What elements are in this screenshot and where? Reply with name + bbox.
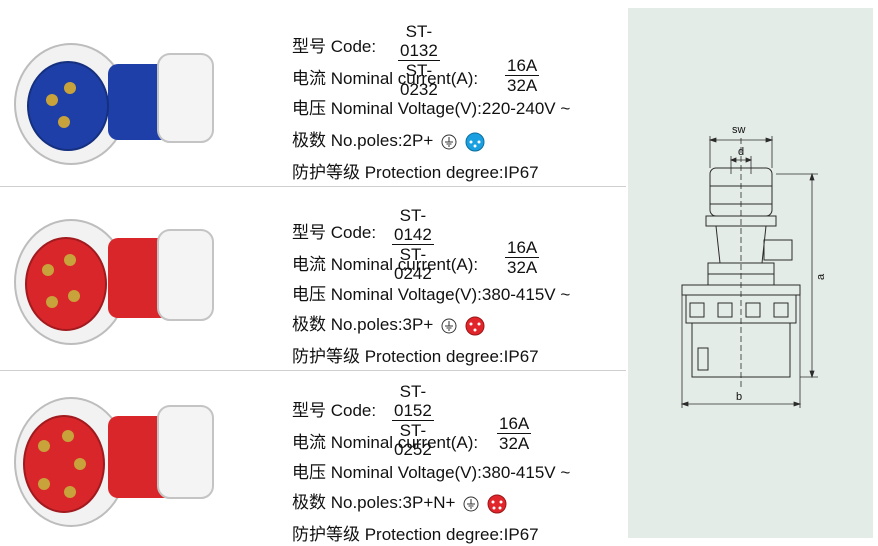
earth-symbol-icon: [441, 134, 457, 150]
voltage-label: 电压 Nominal Voltage(V):: [292, 285, 482, 304]
current-numerator: 16A: [505, 56, 540, 76]
poles-label: 极数 No.poles:: [292, 131, 403, 150]
code-numerator: ST-0132: [398, 22, 440, 61]
dimension-label-sw: sw: [732, 124, 746, 136]
voltage-value: 220-240V ~: [481, 99, 571, 118]
red-plug-5pin-image: [14, 397, 214, 527]
code-fraction: ST-0152 ST-0252: [392, 382, 434, 459]
dimension-label-b: b: [736, 391, 742, 403]
pin-layout-icon: [487, 494, 507, 514]
poles-label: 极数 No.poles:: [292, 493, 403, 512]
code-label: 型号 Code:: [292, 401, 377, 420]
blue-plug-image: [14, 43, 214, 165]
code-numerator: ST-0152: [392, 382, 434, 421]
voltage-value: 380-415V ~: [481, 285, 571, 304]
current-numerator: 16A: [505, 238, 540, 258]
current-label: 电流 Nominal current(A):: [292, 433, 479, 452]
voltage-label: 电压 Nominal Voltage(V):: [292, 99, 482, 118]
current-label: 电流 Nominal current(A):: [292, 255, 479, 274]
voltage-value: 380-415V ~: [481, 463, 571, 482]
code-label: 型号 Code:: [292, 37, 377, 56]
plug-dimension-drawing: sw d a b: [680, 124, 827, 408]
voltage-line: 电压 Nominal Voltage(V):380-415V ~: [292, 458, 570, 483]
poles-line: 极数 No.poles:3P+: [292, 310, 485, 336]
voltage-line: 电压 Nominal Voltage(V):380-415V ~: [292, 280, 570, 305]
protection-label: 防护等级 Protection degree:IP67: [292, 347, 539, 366]
dimension-drawing-panel: sw d a b: [628, 8, 873, 538]
protection-label: 防护等级 Protection degree:IP67: [292, 525, 539, 544]
code-denominator: ST-0252: [394, 421, 432, 459]
protection-label: 防护等级 Protection degree:IP67: [292, 163, 539, 182]
current-fraction: 16A 32A: [505, 56, 540, 95]
current-denominator: 32A: [499, 434, 530, 453]
code-denominator: ST-0242: [394, 245, 432, 283]
red-plug-4pin-image: [14, 219, 214, 345]
pin-layout-icon: [465, 132, 485, 152]
current-fraction: 16A 32A: [497, 414, 532, 453]
current-numerator: 16A: [497, 414, 532, 434]
poles-label: 极数 No.poles:: [292, 315, 403, 334]
code-label: 型号 Code:: [292, 223, 377, 242]
code-numerator: ST-0142: [392, 206, 434, 245]
code-fraction: ST-0142 ST-0242: [392, 206, 434, 283]
code-denominator: ST-0232: [400, 61, 438, 99]
poles-line: 极数 No.poles:2P+: [292, 126, 485, 152]
voltage-line: 电压 Nominal Voltage(V):220-240V ~: [292, 94, 570, 119]
code-fraction: ST-0132 ST-0232: [398, 22, 440, 99]
pin-layout-icon: [465, 316, 485, 336]
current-denominator: 32A: [507, 76, 538, 95]
earth-symbol-icon: [441, 318, 457, 334]
poles-line: 极数 No.poles:3P+N+: [292, 488, 507, 514]
dimension-label-d: d: [738, 146, 744, 158]
poles-value: 3P+N+: [402, 493, 456, 512]
current-label: 电流 Nominal current(A):: [292, 69, 479, 88]
row-divider: [0, 186, 626, 187]
row-divider: [0, 370, 626, 371]
dimension-label-a: a: [815, 273, 827, 280]
current-fraction: 16A 32A: [505, 238, 540, 277]
poles-value: 3P+: [402, 315, 434, 334]
poles-value: 2P+: [402, 131, 434, 150]
earth-symbol-icon: [463, 496, 479, 512]
voltage-label: 电压 Nominal Voltage(V):: [292, 463, 482, 482]
current-denominator: 32A: [507, 258, 538, 277]
